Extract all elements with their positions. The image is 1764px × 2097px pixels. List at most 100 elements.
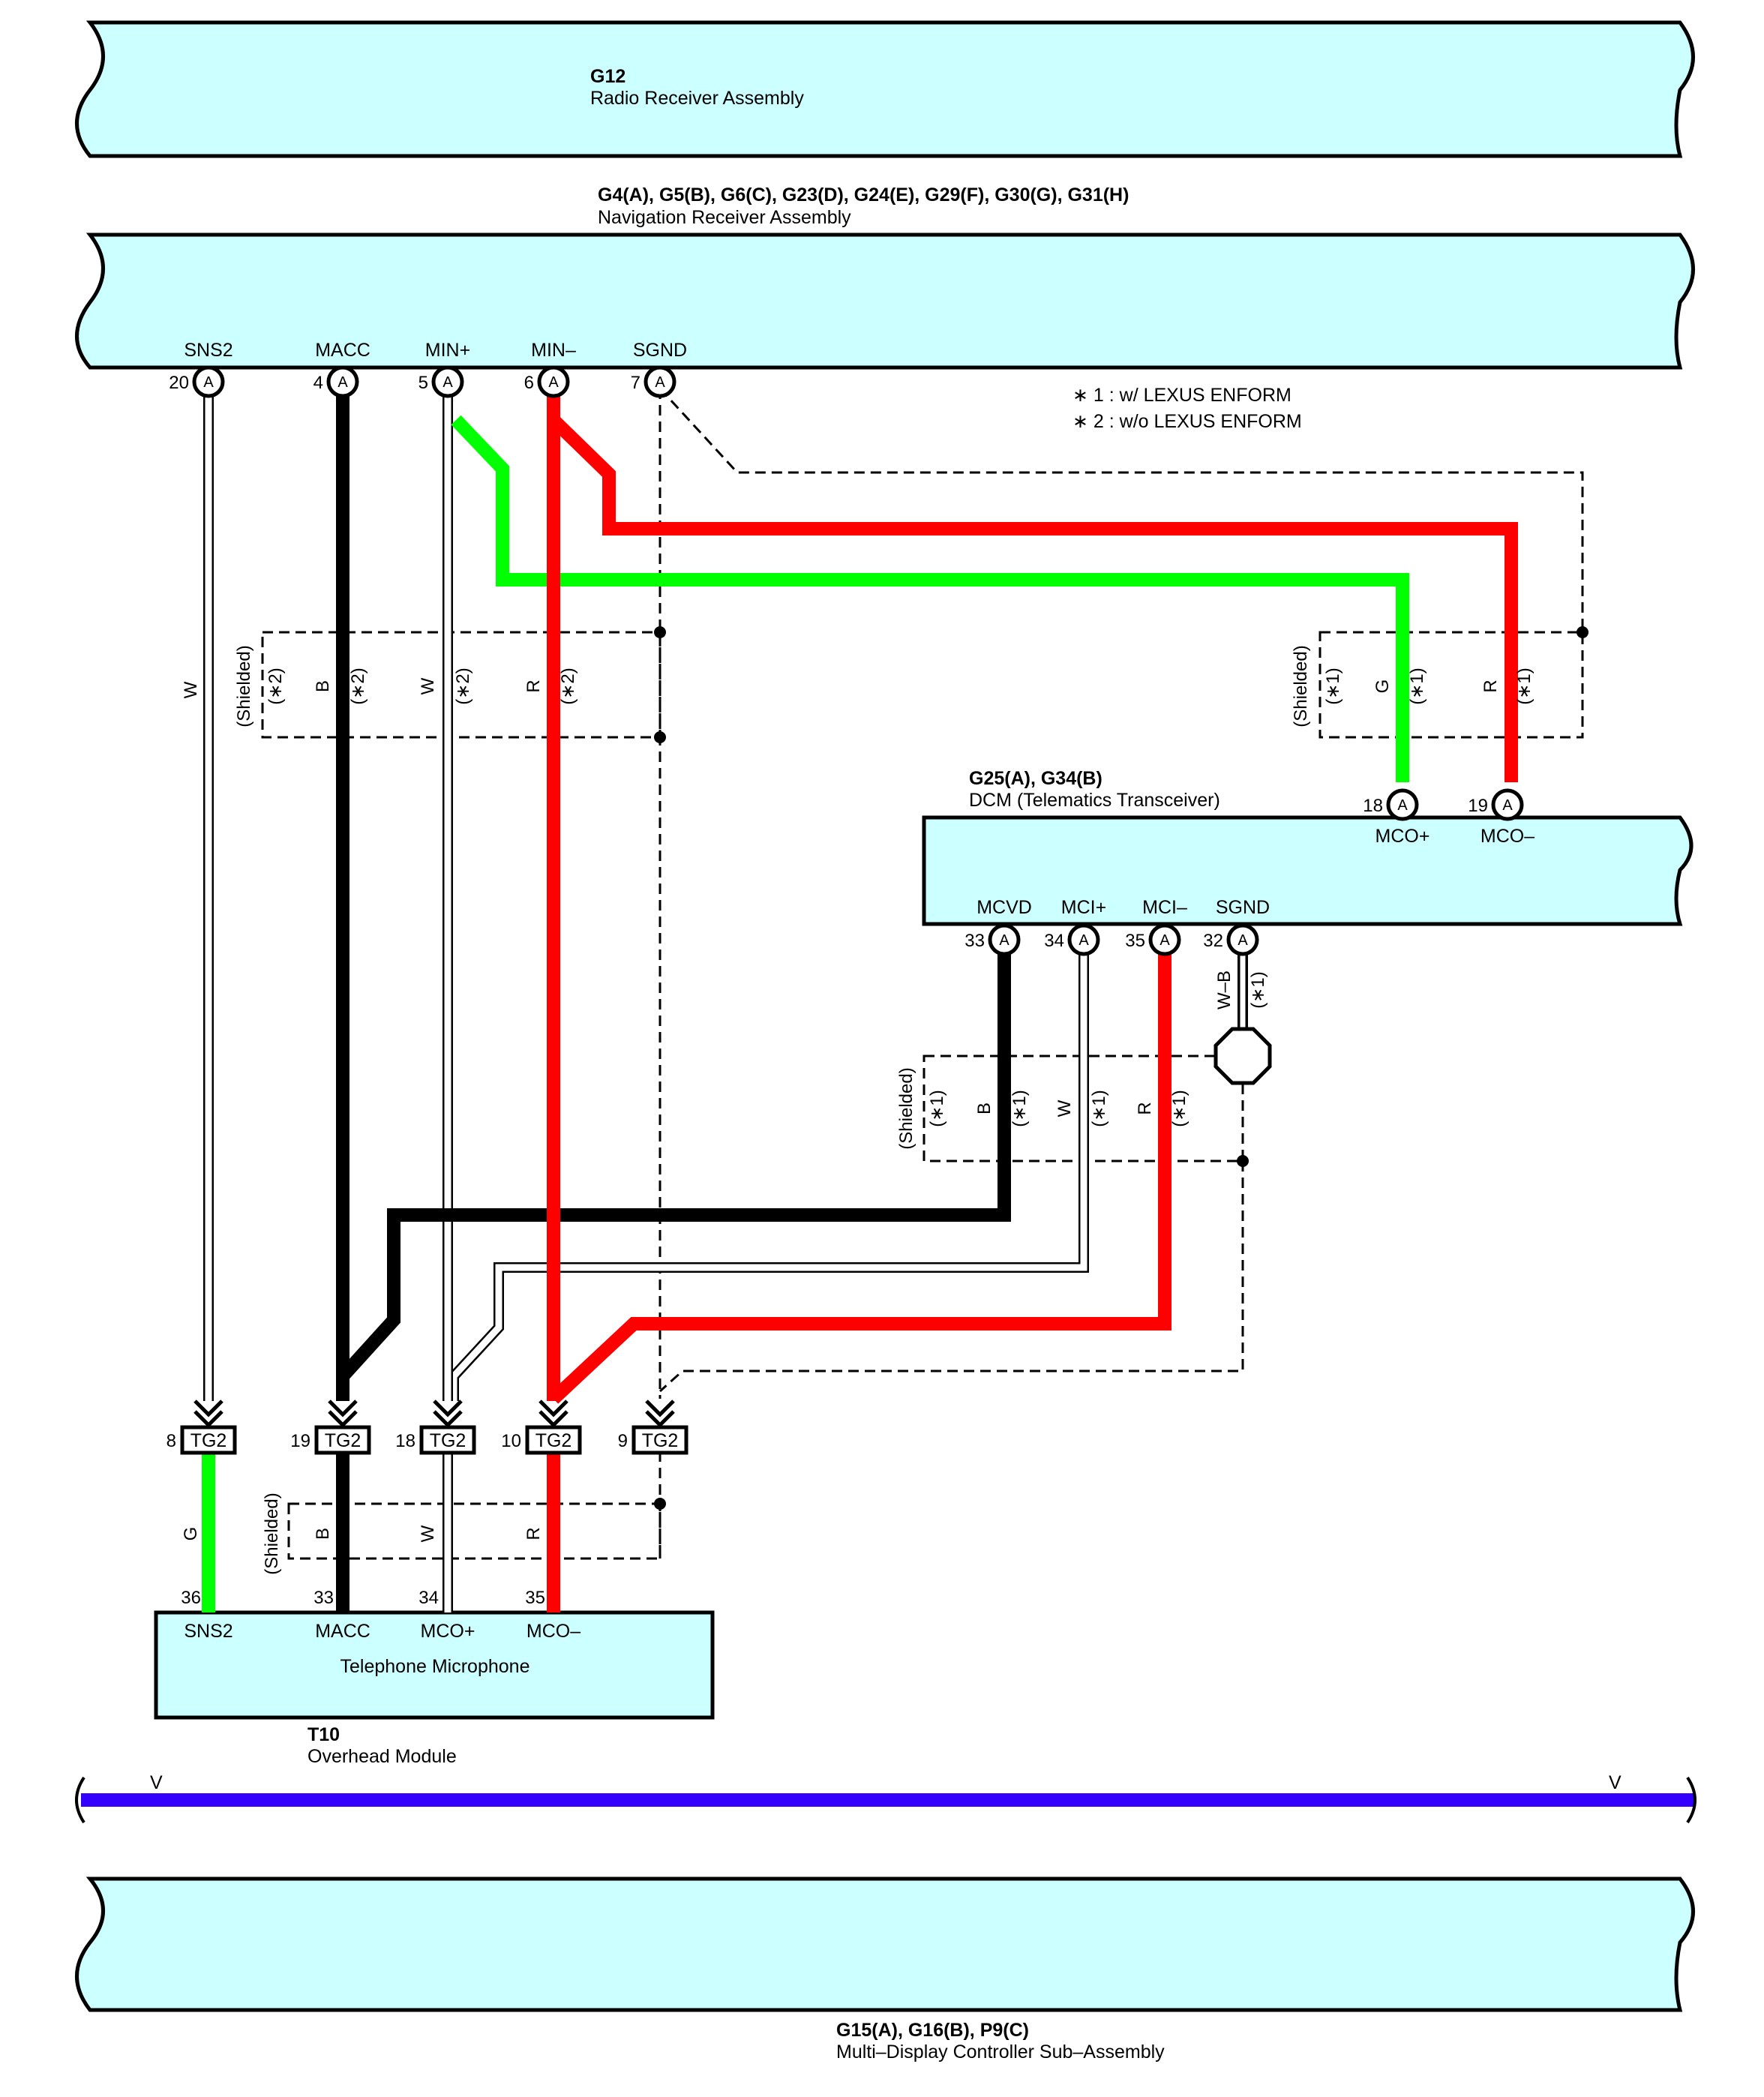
nav-pin-name: MIN+ bbox=[425, 340, 470, 361]
t10-code: T10 bbox=[308, 1724, 340, 1745]
mic-pins: 36 33 34 35 SNS2 MACC MCO+ MCO– bbox=[181, 1588, 580, 1642]
dcm-pin-number: 35 bbox=[1125, 931, 1145, 951]
tg2-label: TG2 bbox=[642, 1430, 679, 1451]
wire-label: R bbox=[1480, 680, 1501, 692]
mdc-code: G15(A), G16(B), P9(C) bbox=[836, 2020, 1029, 2041]
nav-pin-macc-icon bbox=[326, 365, 359, 398]
nav-pin-conn: A bbox=[442, 374, 453, 391]
tg2-connector bbox=[180, 1425, 237, 1455]
dcm-pin-mci-minus-icon bbox=[1148, 923, 1181, 956]
dcm-pin-name: MCO+ bbox=[1376, 826, 1430, 847]
dcm-pin-name: SGND bbox=[1216, 897, 1270, 918]
wire-label: W bbox=[418, 1525, 438, 1542]
nav-pin-min-plus-icon bbox=[431, 365, 464, 398]
wire-mci-minus-red bbox=[548, 949, 1172, 1404]
mic-pin-number: 35 bbox=[525, 1588, 545, 1608]
dcm-pin-number: 19 bbox=[1468, 796, 1488, 816]
dcm-pin-number: 18 bbox=[1363, 796, 1383, 816]
mic-pin-name: SNS2 bbox=[184, 1621, 232, 1642]
ground-point-icon bbox=[1214, 1027, 1272, 1085]
wire-label: (∗1) bbox=[1169, 1090, 1190, 1126]
tg2-connector bbox=[419, 1425, 476, 1455]
navigation-receiver-box bbox=[75, 232, 1695, 370]
splice-dot bbox=[654, 731, 666, 743]
tg2-label: TG2 bbox=[190, 1430, 227, 1451]
wire-labels: W (Shielded) (∗2) B (∗2) W (∗2) R (∗2) (… bbox=[181, 645, 1534, 1574]
dcm-pin-conn: A bbox=[1078, 932, 1089, 949]
nav-pin-name: MIN– bbox=[531, 340, 576, 361]
tg2-arrows bbox=[194, 1400, 675, 1428]
shield-box-right bbox=[1318, 631, 1584, 739]
dcm-bottom-pins: A A A A 33 34 35 32 MCVD MCI+ MCI– SGND bbox=[964, 897, 1270, 956]
dcm-pin-number: 32 bbox=[1203, 931, 1223, 951]
bus-v-right-end bbox=[1686, 1776, 1696, 1824]
wire-label: R bbox=[524, 680, 544, 692]
dcm-pin-mco-plus-icon bbox=[1386, 788, 1419, 821]
chevron-down-icon bbox=[194, 1410, 224, 1428]
sgnd-drain-dcm bbox=[658, 1161, 1244, 1393]
nav-pin-number: 6 bbox=[524, 373, 534, 393]
dcm-box bbox=[922, 815, 1694, 926]
wire-label: (∗1) bbox=[1323, 668, 1343, 704]
splice-dot bbox=[654, 626, 666, 638]
nav-pin-conn: A bbox=[655, 374, 665, 391]
dcm-pin-name: MCO– bbox=[1480, 826, 1534, 847]
nav-pin-conn: A bbox=[203, 374, 214, 391]
chevron-down-icon bbox=[645, 1400, 675, 1418]
wire-min-minus-red-branch bbox=[548, 415, 1518, 782]
nav-pins: A A A A A 20 4 5 6 7 SNS2 MACC MIN+ MIN–… bbox=[169, 340, 687, 398]
wire-label: (Shielded) bbox=[1291, 645, 1311, 727]
dcm-pin-sgnd-icon bbox=[1226, 923, 1259, 956]
wire-label: (∗1) bbox=[1248, 971, 1268, 1008]
tg2-label: TG2 bbox=[430, 1430, 466, 1451]
nav-pin-sgnd-icon bbox=[644, 365, 676, 398]
tg2-pin-number: 9 bbox=[618, 1431, 628, 1451]
dcm-code: G25(A), G34(B) bbox=[969, 768, 1102, 789]
nav-pin-name: SGND bbox=[633, 340, 687, 361]
dcm-pin-conn: A bbox=[1502, 797, 1513, 814]
nav-pin-conn: A bbox=[338, 374, 348, 391]
tg2-pin-number: 10 bbox=[501, 1431, 521, 1451]
tg2-pin-number: 18 bbox=[395, 1431, 416, 1451]
wire-label: W bbox=[418, 677, 438, 694]
nav-code: G4(A), G5(B), G6(C), G23(D), G24(E), G29… bbox=[598, 184, 1129, 206]
wire-label: B bbox=[974, 1102, 994, 1114]
telephone-microphone-box bbox=[154, 1610, 715, 1720]
dcm-pin-mco-minus-icon bbox=[1491, 788, 1524, 821]
tg2-connector bbox=[632, 1425, 688, 1455]
tg2-pin-number: 8 bbox=[166, 1431, 176, 1451]
chevron-down-icon bbox=[538, 1410, 568, 1428]
wire-label: (∗1) bbox=[1514, 668, 1534, 704]
nav-pin-number: 20 bbox=[169, 373, 189, 393]
multi-display-controller-box bbox=[75, 1876, 1695, 2012]
splice-dot bbox=[1237, 1155, 1249, 1167]
wire-label: W bbox=[181, 681, 201, 698]
mic-pin-number: 33 bbox=[314, 1588, 334, 1608]
wire-label: B bbox=[313, 1528, 333, 1540]
mic-pin-name: MACC bbox=[315, 1621, 370, 1642]
nav-pin-sns2-icon bbox=[192, 365, 225, 398]
tg2-pin-number: 19 bbox=[290, 1431, 310, 1451]
wire-label: B bbox=[313, 680, 333, 692]
shield-box-left bbox=[261, 631, 662, 739]
chevron-down-icon bbox=[645, 1410, 675, 1428]
chevron-down-icon bbox=[328, 1410, 358, 1428]
wire-label: G bbox=[181, 1527, 201, 1541]
bus-v-left-label: V bbox=[150, 1772, 163, 1793]
g12-name: Radio Receiver Assembly bbox=[590, 88, 804, 109]
dcm-pin-conn: A bbox=[1397, 797, 1408, 814]
nav-pin-conn: A bbox=[548, 374, 559, 391]
dcm-pin-name: MCVD bbox=[976, 897, 1032, 918]
wire-label: (Shielded) bbox=[896, 1067, 916, 1149]
nav-pin-number: 7 bbox=[631, 373, 640, 393]
dcm-name: DCM (Telematics Transceiver) bbox=[969, 790, 1220, 811]
dcm-pin-number: 34 bbox=[1044, 931, 1064, 951]
shield-box-low bbox=[287, 1502, 662, 1560]
bus-v-left-end bbox=[75, 1776, 86, 1824]
bus-v-right-label: V bbox=[1609, 1772, 1622, 1793]
wire-label: (∗1) bbox=[1010, 1090, 1030, 1126]
dcm-pin-name: MCI+ bbox=[1061, 897, 1106, 918]
note-wo-enform: ∗ 2 : w/o LEXUS ENFORM bbox=[1072, 411, 1302, 432]
nav-name: Navigation Receiver Assembly bbox=[598, 207, 851, 228]
